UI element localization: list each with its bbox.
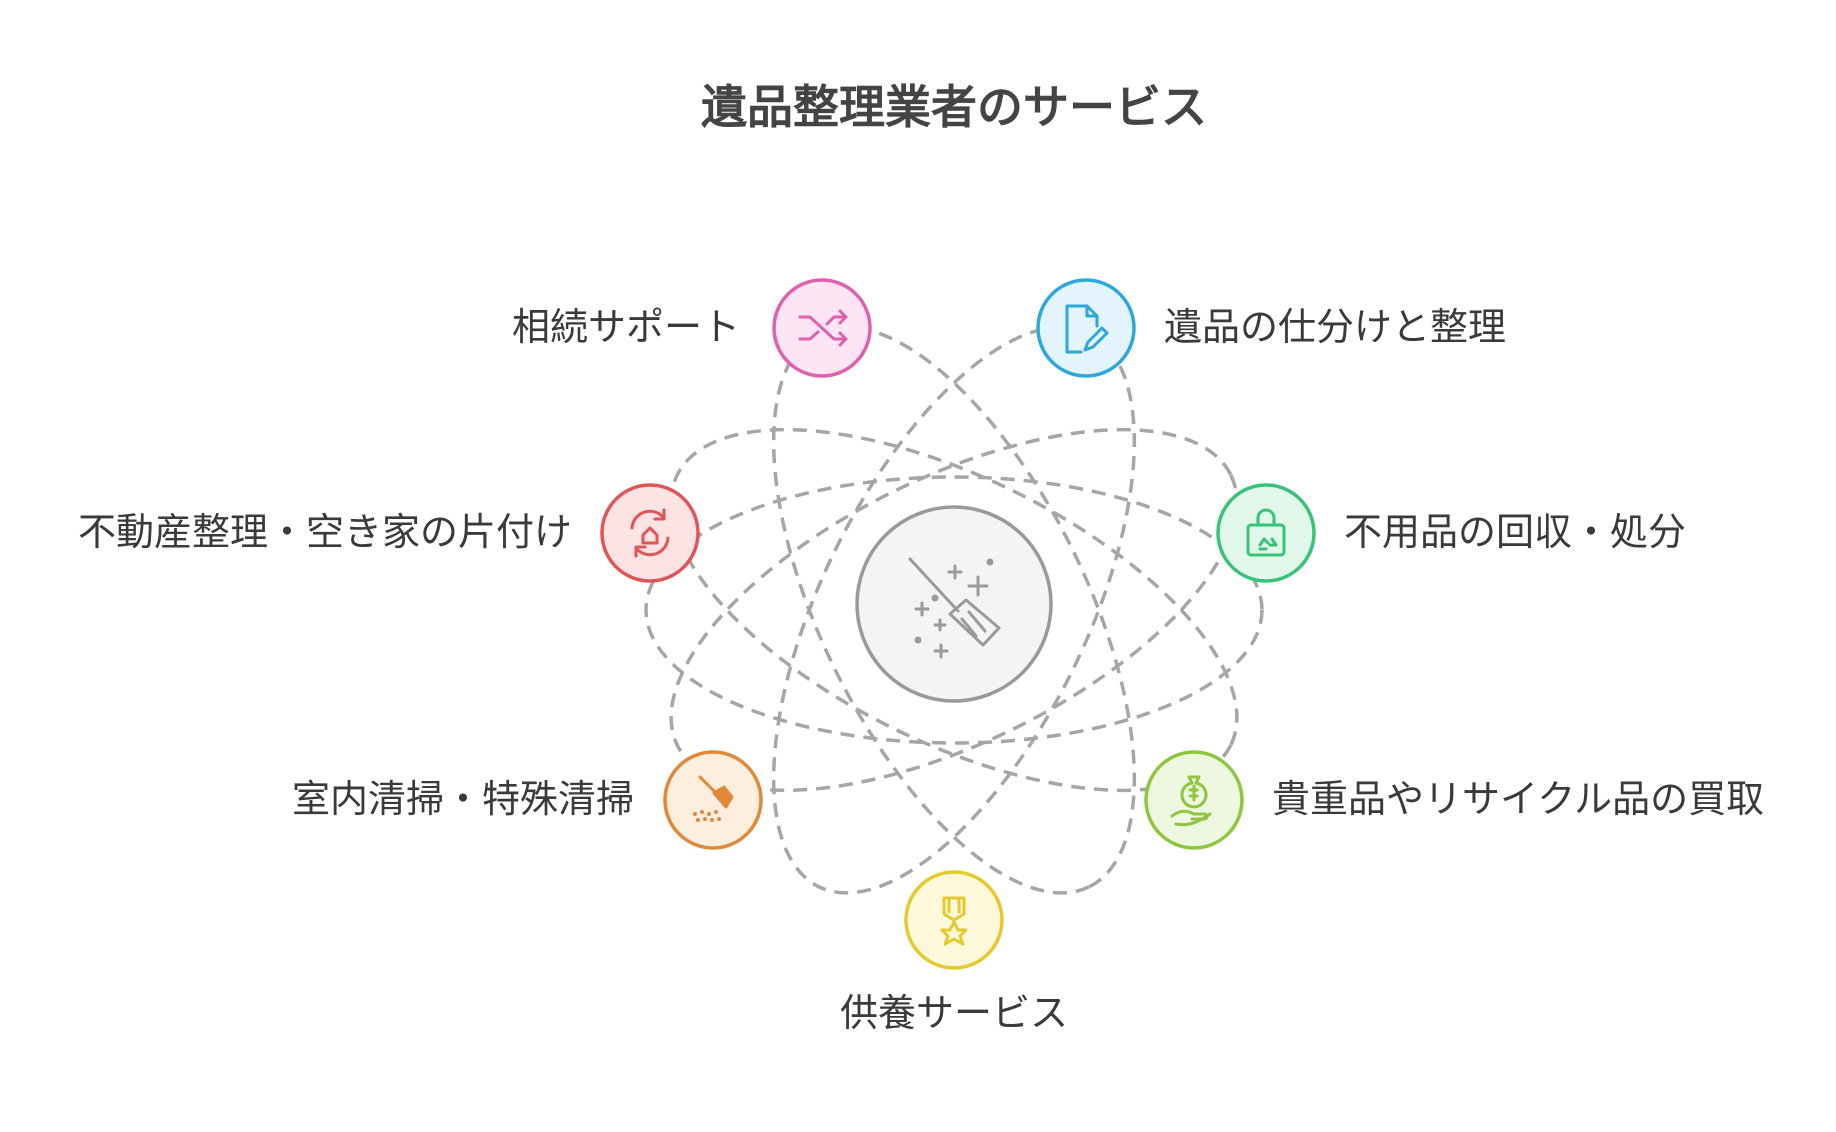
service-label: 不動産整理・空き家の片付け	[78, 510, 572, 554]
node-circle	[663, 750, 763, 850]
orbit-ellipse-horizontal	[644, 475, 1264, 745]
service-label: 供養サービス	[840, 991, 1068, 1035]
node-circle	[1216, 483, 1316, 583]
medal-icon	[940, 896, 968, 946]
orbit-ellipse-tilt-b	[669, 427, 1239, 793]
service-node-inheritance-support[interactable]: 相続サポート	[512, 278, 872, 378]
service-node-disposal[interactable]: 不用品の回収・処分	[1216, 483, 1686, 583]
shuffle-arrows-icon	[798, 309, 848, 347]
money-bag-hand-icon	[1170, 775, 1212, 827]
service-label: 遺品の仕分けと整理	[1164, 305, 1506, 349]
house-refresh-icon	[630, 508, 670, 558]
service-node-sorting-organizing[interactable]: 遺品の仕分けと整理	[1036, 278, 1506, 378]
node-circle	[1036, 278, 1136, 378]
recycle-bag-icon	[1246, 508, 1286, 557]
sweeping-broom-icon	[693, 775, 734, 822]
service-node-valuables-purchase[interactable]: 貴重品やリサイクル品の買取	[1144, 750, 1764, 850]
service-label: 貴重品やリサイクル品の買取	[1272, 777, 1764, 821]
service-label: 室内清掃・特殊清掃	[292, 777, 634, 821]
service-node-real-estate-cleanup[interactable]: 不動産整理・空き家の片付け	[78, 483, 700, 583]
service-label: 不用品の回収・処分	[1344, 510, 1686, 554]
service-node-memorial-service[interactable]: 供養サービス	[840, 870, 1068, 1035]
broom-sparkle-icon	[908, 557, 1001, 659]
orbit-ellipse-tilt-a	[669, 427, 1239, 793]
document-edit-icon	[1065, 304, 1109, 354]
service-label: 相続サポート	[512, 305, 740, 349]
center-hub	[855, 505, 1053, 703]
service-node-cleaning[interactable]: 室内清掃・特殊清掃	[292, 750, 763, 850]
node-circle	[600, 483, 700, 583]
diagram-title: 遺品整理業者のサービス	[701, 80, 1207, 134]
